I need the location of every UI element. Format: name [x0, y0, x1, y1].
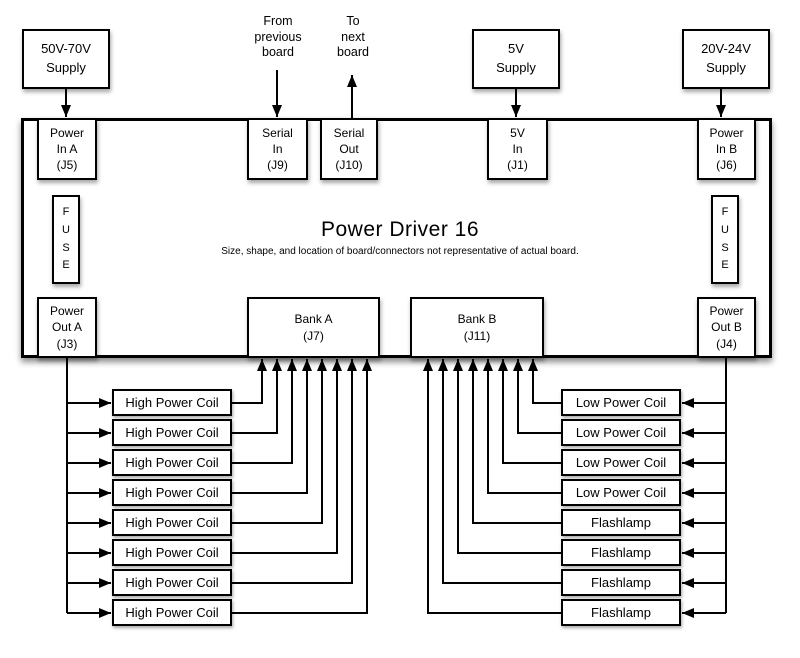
board-title: Power Driver 16	[320, 218, 480, 241]
load-high-power-coil-5: High Power Coil	[112, 509, 232, 536]
label-from-previous-board: From previous board	[254, 14, 302, 60]
load-low-power-coil-3: Low Power Coil	[561, 449, 681, 476]
label-to-next-board: To next board	[337, 14, 369, 60]
connector-5v-in-j1: 5V In (J1)	[487, 118, 548, 180]
fuse-b: F U S E	[711, 195, 739, 284]
load-high-power-coil-3: High Power Coil	[112, 449, 232, 476]
connector-bank-a-j7: Bank A (J7)	[247, 297, 380, 358]
supply-5v: 5V Supply	[472, 29, 560, 89]
connector-serial-in-j9: Serial In (J9)	[247, 118, 308, 180]
connector-power-out-b-j4: Power Out B (J4)	[697, 297, 756, 358]
supply-50v-70v: 50V-70V Supply	[22, 29, 110, 89]
power-out-b-feeder	[682, 358, 727, 618]
connector-power-out-a-j3: Power Out A (J3)	[37, 297, 97, 358]
load-flashlamp-4: Flashlamp	[561, 599, 681, 626]
load-high-power-coil-2: High Power Coil	[112, 419, 232, 446]
load-high-power-coil-1: High Power Coil	[112, 389, 232, 416]
fuse-a: F U S E	[52, 195, 80, 284]
load-low-power-coil-4: Low Power Coil	[561, 479, 681, 506]
bank-a-risers	[232, 359, 372, 614]
load-high-power-coil-8: High Power Coil	[112, 599, 232, 626]
connector-serial-out-j10: Serial Out (J10)	[320, 118, 378, 180]
board-title-block: Power Driver 16 Size, shape, and locatio…	[100, 218, 700, 257]
connector-power-in-a-j5: Power In A (J5)	[37, 118, 97, 180]
connector-power-in-b-j6: Power In B (J6)	[697, 118, 756, 180]
load-low-power-coil-2: Low Power Coil	[561, 419, 681, 446]
connector-bank-b-j11: Bank B (J11)	[410, 297, 544, 358]
board-subtitle: Size, shape, and location of board/conne…	[221, 246, 579, 257]
supply-20v-24v: 20V-24V Supply	[682, 29, 770, 89]
load-low-power-coil-1: Low Power Coil	[561, 389, 681, 416]
bank-b-risers	[423, 359, 561, 614]
load-high-power-coil-4: High Power Coil	[112, 479, 232, 506]
load-flashlamp-2: Flashlamp	[561, 539, 681, 566]
load-flashlamp-3: Flashlamp	[561, 569, 681, 596]
load-high-power-coil-6: High Power Coil	[112, 539, 232, 566]
input-arrows	[61, 70, 726, 118]
power-driver-board	[21, 118, 772, 358]
load-high-power-coil-7: High Power Coil	[112, 569, 232, 596]
power-out-a-feeder	[66, 358, 111, 618]
load-flashlamp-1: Flashlamp	[561, 509, 681, 536]
